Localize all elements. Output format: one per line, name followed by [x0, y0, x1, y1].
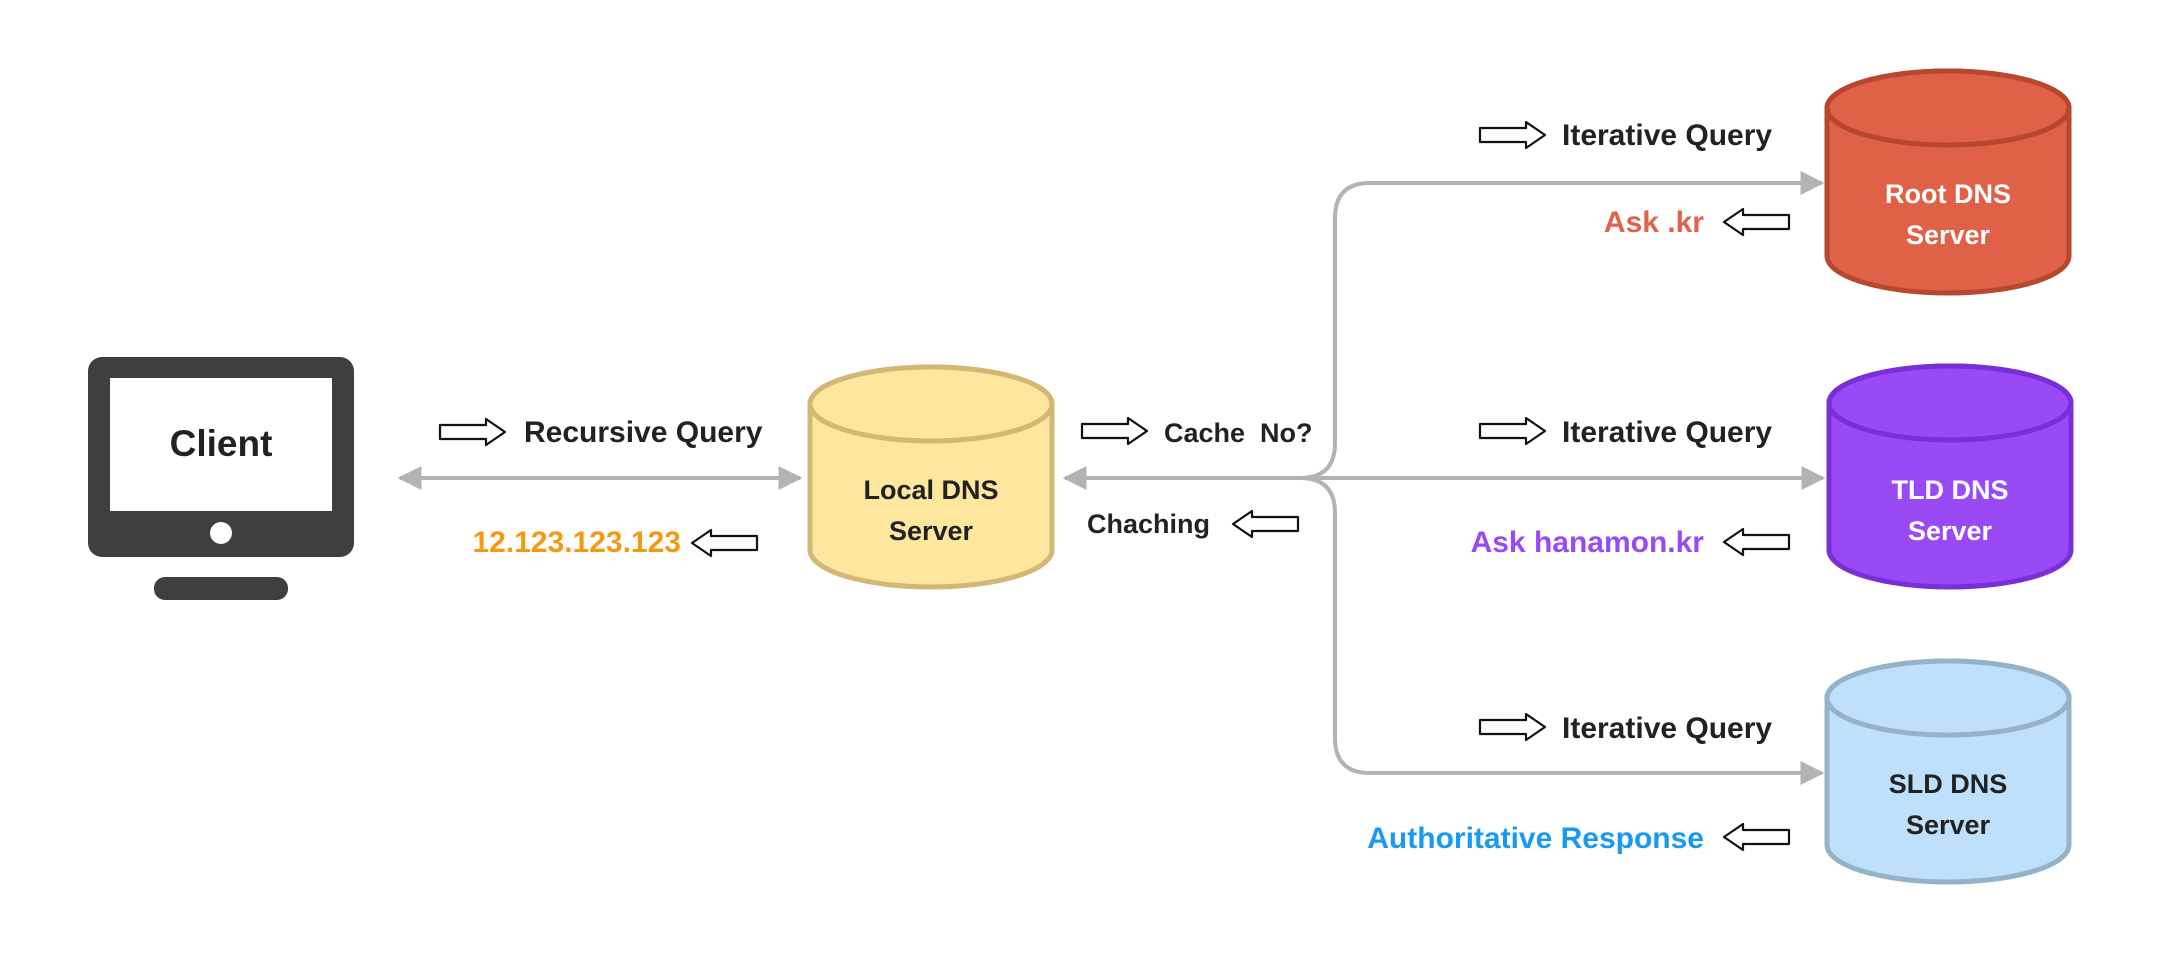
- sld-dns-server: SLD DNS Server: [1824, 658, 2072, 885]
- root-query-arrow-icon: [1478, 120, 1547, 150]
- local-dns-label-line1: Local DNS: [863, 475, 998, 505]
- client-label: Client: [170, 423, 273, 464]
- cache-check-arrow-icon: [1080, 416, 1149, 446]
- tld-query-arrow-icon: [1478, 416, 1547, 446]
- root-dns-label-line2: Server: [1906, 220, 1991, 250]
- tld-response-label: Ask hanamon.kr: [1471, 526, 1705, 559]
- tld-query-label: Iterative Query: [1562, 416, 1772, 449]
- root-dns-label-line1: Root DNS: [1885, 179, 2011, 209]
- sld-response-label: Authoritative Response: [1367, 822, 1704, 855]
- client-response-label: 12.123.123.123: [472, 526, 681, 559]
- root-query-label: Iterative Query: [1562, 119, 1772, 152]
- connectors: [397, 171, 1826, 785]
- root-dns-server: Root DNS Server: [1824, 68, 2072, 296]
- tld-response-arrow-icon: [1722, 527, 1791, 557]
- recursive-query-label: Recursive Query: [524, 416, 763, 449]
- local-root-connector: [1299, 171, 1825, 480]
- sld-dns-label-line2: Server: [1906, 810, 1991, 840]
- caching-label: Chaching: [1087, 509, 1210, 539]
- root-response-arrow-icon: [1722, 207, 1791, 237]
- tld-dns-label-line1: TLD DNS: [1892, 475, 2009, 505]
- caching-arrow-icon: [1231, 509, 1300, 539]
- cache-check-label: Cache No?: [1164, 418, 1313, 448]
- client-monitor-icon: Client: [88, 357, 354, 600]
- sld-query-label: Iterative Query: [1562, 712, 1772, 745]
- local-dns-server: Local DNS Server: [807, 364, 1055, 590]
- local-dns-label-line2: Server: [889, 516, 974, 546]
- sld-dns-label-line1: SLD DNS: [1889, 769, 2008, 799]
- local-sld-connector: [1299, 476, 1825, 785]
- client-response-arrow-icon: [690, 528, 759, 558]
- tld-dns-server: TLD DNS Server: [1826, 363, 2074, 590]
- recursive-query-arrow-icon: [438, 417, 507, 447]
- root-response-label: Ask .kr: [1604, 206, 1704, 239]
- tld-dns-label-line2: Server: [1908, 516, 1993, 546]
- sld-query-arrow-icon: [1478, 712, 1547, 742]
- sld-response-arrow-icon: [1722, 822, 1791, 852]
